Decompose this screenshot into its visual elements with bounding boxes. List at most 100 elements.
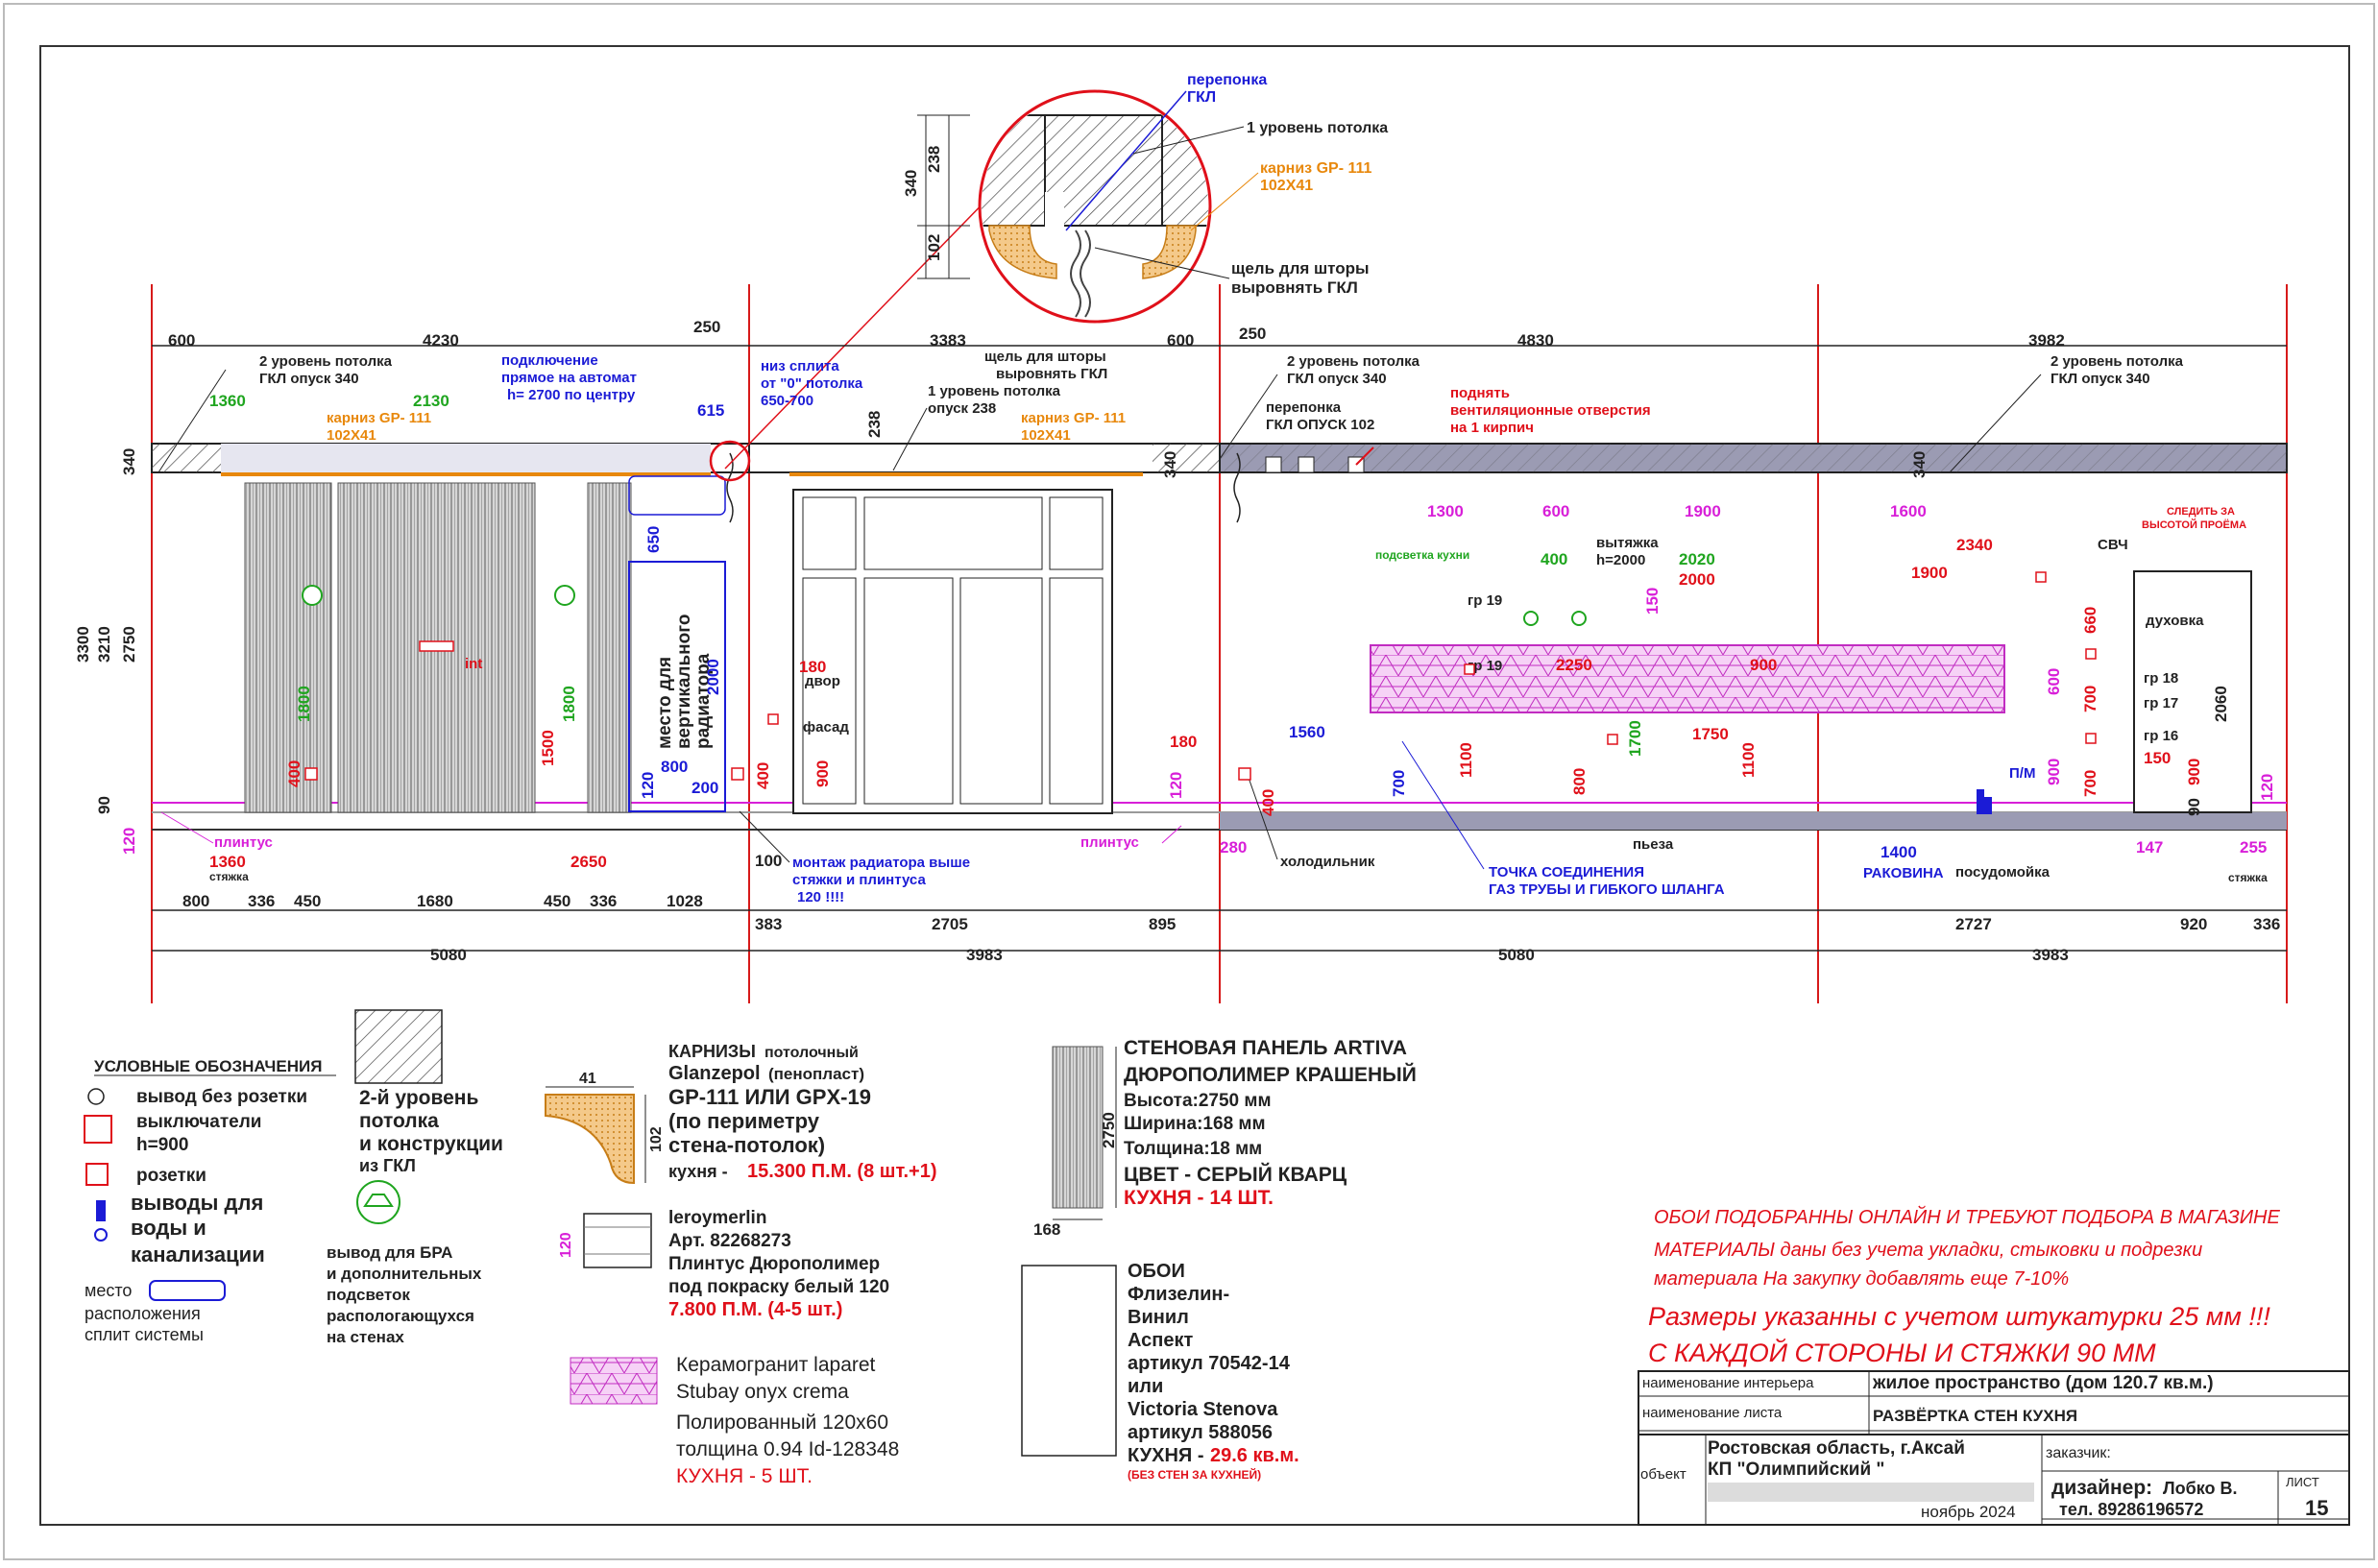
rnote-1: ОБОИ ПОДОБРАННЫ ОНЛАЙН И ТРЕБУЮТ ПОДБОРА… bbox=[1654, 1206, 2280, 1228]
dim-1360-red: 1360 bbox=[209, 853, 246, 871]
dim-200: 200 bbox=[692, 779, 718, 797]
bottom-dimensions: 800 336 450 1680 450 336 1028 383 2705 8… bbox=[152, 892, 2287, 964]
bdim-336b: 336 bbox=[590, 892, 617, 910]
legend-gkl2: потолка bbox=[359, 1110, 439, 1132]
note-plintus-mid: плинтус bbox=[1080, 834, 1139, 851]
dim-660: 660 bbox=[2081, 607, 2099, 634]
detail-gkl-label: ГКЛ bbox=[1187, 89, 1216, 106]
panel-l2: ДЮРОПОЛИМЕР КРАШЕНЫЙ bbox=[1124, 1063, 1417, 1086]
dim-700-a: 700 bbox=[2081, 686, 2099, 712]
dim-1300: 1300 bbox=[1427, 502, 1464, 520]
dim-800-blue: 800 bbox=[661, 758, 688, 776]
wall-l1: ОБОИ bbox=[1128, 1261, 1185, 1282]
dim-400-green: 400 bbox=[1541, 550, 1567, 568]
plintus-l1: leroymerlin bbox=[668, 1208, 766, 1228]
radiator-place bbox=[628, 561, 726, 812]
dim-150-m: 150 bbox=[1643, 588, 1662, 615]
water-outlet-icon-2 bbox=[1984, 797, 1992, 814]
dim-2060: 2060 bbox=[2212, 686, 2230, 722]
legend-item1: вывод без розетки bbox=[136, 1087, 307, 1107]
bdim-383: 383 bbox=[755, 915, 782, 933]
note-gr18: гр 18 bbox=[2144, 670, 2178, 687]
note-gr19b: гр 19 bbox=[1468, 658, 1502, 674]
karniz-l3: GP-111 ИЛИ GPX-19 bbox=[668, 1085, 871, 1109]
split-system-icon bbox=[149, 1280, 226, 1301]
dim-2130-green: 2130 bbox=[413, 392, 449, 410]
stamp-list-label: ЛИСТ bbox=[2286, 1475, 2319, 1489]
annotations: 2 уровень потолка ГКЛ опуск 340 подключе… bbox=[158, 349, 2268, 905]
cornice-detail: 340 238 102 перепонка ГКЛ 1 уровень пото… bbox=[709, 72, 1388, 482]
note-holod: холодильник bbox=[1280, 854, 1375, 870]
legend-bra5: на стенах bbox=[327, 1328, 404, 1346]
legend-item2b: h=900 bbox=[136, 1135, 188, 1155]
note-lvl2-c2: ГКЛ опуск 340 bbox=[2050, 371, 2150, 387]
wall-dim-1: 5080 bbox=[430, 946, 467, 964]
panel-w: 168 bbox=[1033, 1220, 1060, 1239]
karniz-l5: стена-потолок) bbox=[668, 1133, 825, 1157]
karniz-l4: (по периметру bbox=[668, 1109, 820, 1133]
karniz-l2a: Glanzepol bbox=[668, 1063, 761, 1084]
plinth-h: 120 bbox=[558, 1232, 574, 1258]
detail-marker bbox=[709, 440, 751, 482]
note-radmont1: монтаж радиатора выше bbox=[792, 855, 970, 871]
wall-l9a: КУХНЯ - bbox=[1128, 1445, 1204, 1466]
note-styazhka-right: стяжка bbox=[2228, 871, 2268, 884]
socket-icon-3 bbox=[1238, 767, 1251, 781]
wall-l3: Винил bbox=[1128, 1307, 1189, 1328]
vent-1 bbox=[1265, 456, 1282, 473]
switch-icon bbox=[84, 1115, 112, 1144]
note-gap2: выровнять ГКЛ bbox=[996, 366, 1107, 382]
wall-l7: Victoria Stenova bbox=[1128, 1399, 1278, 1420]
plintus-l3: Плинтус Дюрополимер bbox=[668, 1254, 880, 1274]
panel-swatch bbox=[1052, 1046, 1104, 1209]
sheet-outer-frame bbox=[3, 3, 2375, 1560]
dim-600: 600 bbox=[1542, 502, 1569, 520]
dim-900-b: 900 bbox=[1750, 656, 1777, 674]
stamp-obj-v1: Ростовская область, г.Аксай bbox=[1708, 1438, 1965, 1459]
top-dimensions: 600 4230 250 3383 600 250 4830 3982 bbox=[152, 318, 2287, 350]
socket-icon-6 bbox=[2085, 648, 2097, 660]
note-vytyazhka2: h=2000 bbox=[1596, 552, 1645, 568]
dim-120-blue: 120 bbox=[639, 772, 657, 799]
note-radiator2: вертикального bbox=[674, 614, 694, 749]
wallpaper-spec: ОБОИ Флизелин- Винил Аспект артикул 7054… bbox=[1021, 1261, 1299, 1482]
dim-3300: 3300 bbox=[74, 626, 92, 663]
elevation bbox=[151, 284, 2288, 1003]
dim-615: 615 bbox=[697, 401, 724, 420]
stamp-obj-label: объект bbox=[1640, 1466, 1686, 1483]
dim-900-m: 900 bbox=[2045, 759, 2063, 785]
detail-gap2: выровнять ГКЛ bbox=[1231, 278, 1358, 297]
detail-dim-102: 102 bbox=[925, 234, 943, 261]
vent-2 bbox=[1298, 456, 1315, 473]
doorway bbox=[2133, 570, 2252, 813]
note-perep2: ГКЛ ОПУСК 102 bbox=[1266, 417, 1374, 433]
bdim-336c: 336 bbox=[2253, 915, 2280, 933]
note-radmont2: стяжки и плинтуса bbox=[792, 872, 926, 888]
dim-340-mid: 340 bbox=[1161, 451, 1179, 478]
bdim-2705: 2705 bbox=[932, 915, 968, 933]
wall-l4: Аспект bbox=[1128, 1330, 1194, 1351]
ceiling-hatch-1 bbox=[152, 444, 221, 472]
top-dim-600b: 600 bbox=[1167, 331, 1194, 350]
note-podkl2: прямое на автомат bbox=[501, 370, 637, 386]
dim-2650: 2650 bbox=[570, 853, 607, 871]
note-lvl2-b2: ГКЛ опуск 340 bbox=[1287, 371, 1387, 387]
note-podkl3: h= 2700 по центру bbox=[507, 387, 636, 403]
note-split2: от "0" потолка bbox=[761, 375, 863, 392]
dim-900-c: 900 bbox=[2185, 759, 2203, 785]
dim-400-c: 400 bbox=[1259, 789, 1277, 816]
gkl-swatch bbox=[354, 1009, 443, 1084]
socket-icon-5 bbox=[2035, 571, 2047, 583]
detail-perep-label: перепонка bbox=[1187, 72, 1267, 88]
legend-bra3: подсветок bbox=[327, 1286, 410, 1304]
dim-800-red: 800 bbox=[1570, 768, 1589, 795]
note-posud: посудомойка bbox=[1955, 864, 2050, 880]
detail-leader bbox=[724, 191, 995, 470]
karniz-l6a: кухня - bbox=[668, 1162, 728, 1181]
ceramic-l3: Полированный 120х60 bbox=[676, 1411, 888, 1434]
water-outlet-icon bbox=[96, 1200, 106, 1221]
ceiling-wall2 bbox=[748, 443, 1221, 473]
note-radiator3: радиатора bbox=[693, 653, 714, 749]
dim-147: 147 bbox=[2136, 838, 2163, 856]
